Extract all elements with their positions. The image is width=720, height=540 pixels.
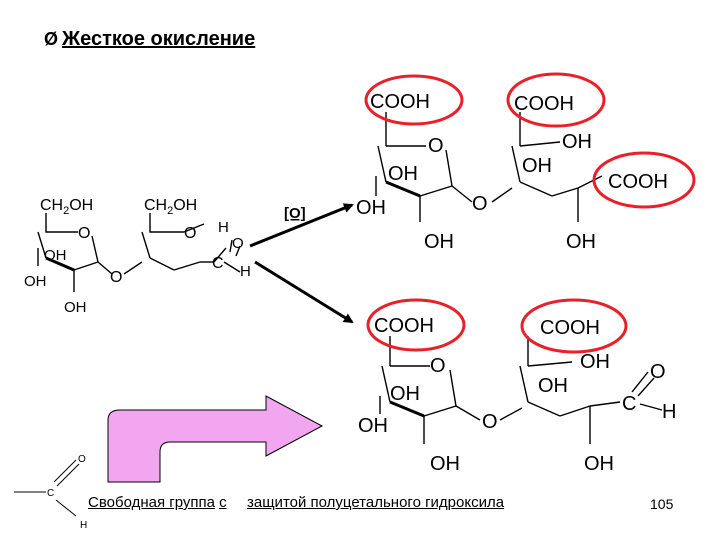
highlight-circles-upper [364,72,696,209]
oh-label-5: OH [356,197,386,219]
aldehyde-o-label-2: O [650,361,666,383]
oh-label-10: OH [390,383,420,405]
oh-label-14: OH [538,375,568,397]
oh-label-7: OH [562,131,592,153]
arrow-upper [249,203,354,248]
oxidant-label: [O] [284,205,306,222]
oh-label-2: OH [24,273,47,290]
ring-o-label-1: O [78,225,90,242]
highlight-circle-1 [364,74,464,126]
aldehyde-o-label-1: O [232,235,244,252]
cooh-label-2: COOH [514,93,574,115]
ring-o-label-4: O [430,355,446,377]
oh-label-9: OH [566,231,596,253]
small-aldehyde-group [14,459,80,517]
aldehyde-h-label-2: H [662,401,676,423]
upper-product-labels: COOH O OH OH OH O COOH OH OH COOH OH [356,91,668,253]
highlight-circle-2 [506,72,606,128]
oh-label-1: OH [44,247,67,264]
oh-label-15: OH [584,453,614,475]
reaction-arrows [249,203,354,324]
aldehyde-c-label-1: C [212,255,224,272]
caption: Свободная группа с защитой полуцетальног… [88,494,504,511]
oh-label-12: OH [430,453,460,475]
lower-product [379,336,663,444]
ch2oh-label-1: CH2OH [40,197,93,217]
small-h-label: H [80,520,87,531]
title-text: Жесткое окисление [62,28,256,50]
bullet-arrow-icon: Ø [44,29,59,49]
caption-part-3: защитой полуцетального гидроксила [247,494,505,511]
cooh-label-4: COOH [374,315,434,337]
highlight-circle-3 [592,151,696,209]
ch2oh-label-2: CH2OH [144,197,197,217]
h-label-1: H [218,219,229,236]
oh-label-4: OH [388,163,418,185]
ring-o-label-2: O [184,225,196,242]
cooh-label-1: COOH [370,91,430,113]
cooh-label-5: COOH [540,317,600,339]
highlight-circles-lower [366,298,628,354]
page-number: 105 [650,496,674,512]
cooh-label-3: COOH [608,171,668,193]
glycosidic-o-label-2: O [472,193,488,215]
aldehyde-c-label-2: C [622,393,636,415]
oh-label-8: OH [522,155,552,177]
highlight-circle-5 [520,298,628,354]
oh-label-3: OH [64,299,87,316]
ring-o-label-3: O [428,135,444,157]
caption-part-1: Свободная группа [88,494,215,511]
oh-label-11: OH [358,415,388,437]
glycosidic-o-label-3: O [482,411,498,433]
starting-disaccharide [37,213,241,292]
oh-label-13: OH [580,351,610,373]
slide-title: Ø Жесткое окисление [44,28,255,51]
caption-part-2: с [219,494,227,511]
starting-disaccharide-labels: CH2OH O OH OH OH O CH2OH O H O C H [24,197,251,316]
small-o-label: O [78,454,86,465]
oh-label-6: OH [424,231,454,253]
small-c-label: C [47,488,54,499]
highlight-circle-4 [366,298,466,352]
big-curved-arrow-icon [107,395,324,483]
lower-product-labels: COOH O OH OH OH O COOH OH OH O C H OH [358,315,676,475]
aldehyde-h-label-1: H [240,263,251,280]
glycosidic-o-label-1: O [110,269,122,286]
arrow-lower [254,260,354,324]
